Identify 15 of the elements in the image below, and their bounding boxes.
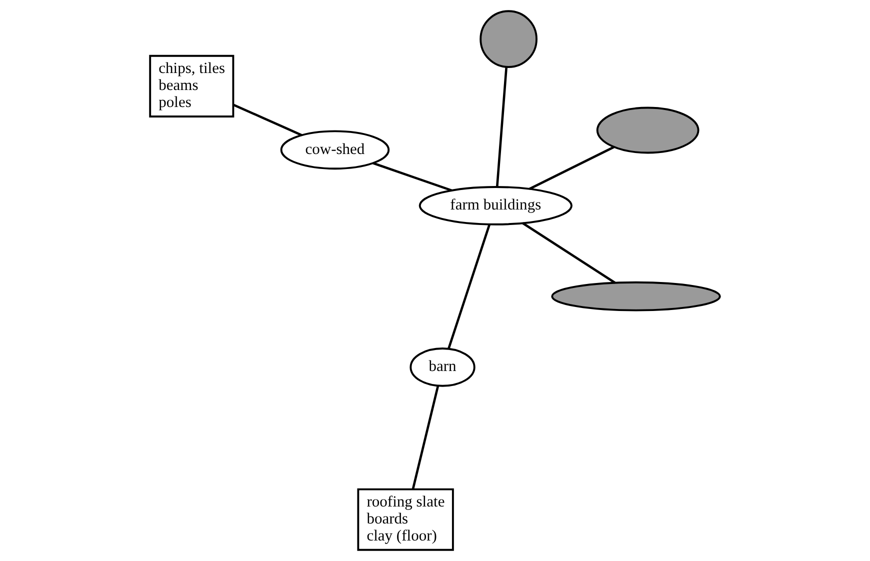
node-ellipse: barn [410, 348, 476, 387]
connector [232, 104, 302, 136]
connector [528, 146, 614, 190]
connector [412, 386, 440, 490]
node-ellipse: farm buildings [418, 186, 572, 226]
connector [448, 224, 491, 350]
connector [372, 162, 452, 192]
node-ellipse [551, 281, 721, 312]
node-circle [480, 10, 538, 68]
node-ellipse: cow-shed [280, 130, 390, 170]
node-box: roofing slate boards clay (floor) [357, 488, 454, 551]
connector [496, 67, 508, 187]
connector [522, 222, 616, 284]
node-ellipse [596, 106, 700, 154]
node-box: chips, tiles beams poles [149, 54, 234, 118]
